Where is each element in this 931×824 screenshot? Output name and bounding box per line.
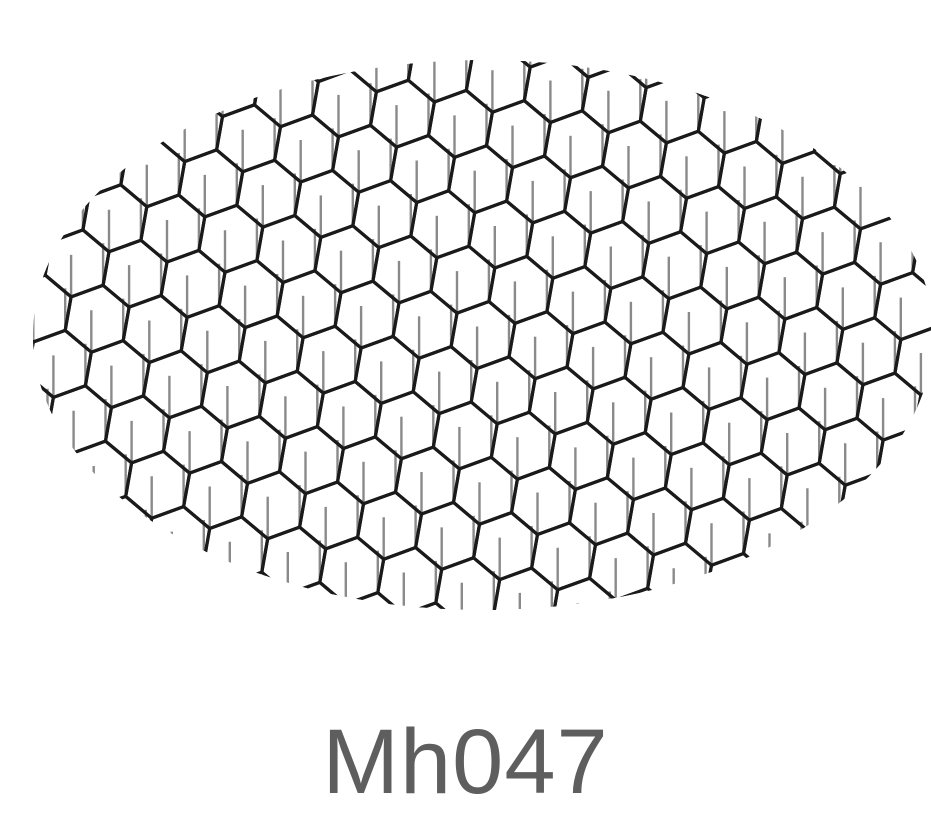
hexagon-cell <box>33 318 35 389</box>
hexagon-cell <box>890 170 931 241</box>
hexagon-cell <box>817 416 885 487</box>
hexagon-cell <box>630 644 694 711</box>
hexagon-cell <box>550 576 618 610</box>
hexagon-cell <box>842 629 906 696</box>
hexagon-cell <box>78 60 146 98</box>
hexagon-cell <box>290 60 358 84</box>
hexagon-cell <box>330 0 394 37</box>
hexagon-cell <box>99 82 167 153</box>
hexagon-cell <box>514 623 578 690</box>
hexagon-cell <box>144 505 212 576</box>
hexagon-cell <box>799 517 867 588</box>
hexagon-cell <box>0 9 28 76</box>
hexagon-cell <box>222 570 290 610</box>
hexagon-cell <box>910 225 931 297</box>
hexagon-cell <box>33 117 71 188</box>
hexagon-cell <box>877 582 931 610</box>
hexagon-cell <box>48 539 116 610</box>
hexagon-cell <box>572 634 636 701</box>
hexagon-cell <box>779 461 847 532</box>
hexagon-cell <box>86 494 154 566</box>
vertical-bonds-layer <box>33 60 931 610</box>
hexagon-cell <box>33 373 56 445</box>
hexagon-cell <box>900 640 931 707</box>
hexagon-cell <box>106 550 174 610</box>
hexagon-cell <box>33 484 96 555</box>
hexagon-cell <box>870 115 931 186</box>
hexagon-cell <box>456 613 520 680</box>
hexagon-cell <box>164 560 232 610</box>
hexagon-cell <box>666 597 734 610</box>
hexagon-cell <box>492 566 560 610</box>
hexagon-cell <box>741 506 810 578</box>
hexagon-cell <box>33 60 89 88</box>
hexagon-cell <box>812 104 880 176</box>
hexagon-cell <box>33 474 38 545</box>
hexagon-cell <box>857 527 925 598</box>
hexagon-cell <box>676 60 744 100</box>
hexagon-cell <box>608 586 676 610</box>
hexagon-cell <box>0 164 31 231</box>
hexagon-cell <box>761 562 830 610</box>
hexagon-cell <box>0 109 11 176</box>
hexagon-cell <box>118 0 182 51</box>
hexagon-cell <box>174 60 242 63</box>
hexagon-cell <box>645 541 714 610</box>
hexagon-cell <box>502 60 570 69</box>
hexagon-cell <box>33 62 51 133</box>
hexagon-cell <box>873 271 931 342</box>
hexagon-cell <box>0 421 16 488</box>
hexagon-cell <box>819 572 888 610</box>
hexagon-cell <box>0 0 8 20</box>
hexagon-cell <box>446 0 510 57</box>
hexagon-cell <box>618 60 686 90</box>
hexagon-cell <box>156 0 220 6</box>
hexagon-cell <box>875 426 931 497</box>
hexagon-cell <box>784 619 848 686</box>
hexagon-cell <box>724 607 792 610</box>
hexagon-cell <box>837 471 905 543</box>
hexagon-cell <box>915 537 931 608</box>
hexagon-cell <box>792 60 860 120</box>
hexagon-cell <box>895 482 931 553</box>
hexagon-cell <box>388 0 452 47</box>
hexagon-cell <box>0 265 13 332</box>
hexagon-cell <box>855 371 923 442</box>
hexagon-cell <box>908 70 931 141</box>
hexagon-cell <box>2 0 66 30</box>
hexagon-cell <box>703 551 772 610</box>
hexagon-cell <box>136 60 204 108</box>
hexagon-cell <box>688 654 752 721</box>
hexagon-cell <box>434 556 502 610</box>
hexagon-cell <box>338 590 406 610</box>
hexagon-cell <box>560 60 628 80</box>
hexagon-cell <box>280 580 348 610</box>
hexagon-cell <box>60 0 124 41</box>
hexagon-cell <box>272 0 336 26</box>
hexagon-cell <box>850 60 918 131</box>
hexagon-cell <box>202 515 270 586</box>
hexagon-cell <box>41 72 109 143</box>
hexagon-cell <box>33 429 76 500</box>
hexagon-cell <box>214 0 278 16</box>
hexagon-cell <box>396 601 464 610</box>
figure-label: Mh047 <box>322 711 609 813</box>
hexagon-cell <box>33 529 58 600</box>
hexagon-cells-layer <box>0 0 931 721</box>
hexagon-cell <box>232 60 300 73</box>
hexagon-cell <box>734 60 802 110</box>
